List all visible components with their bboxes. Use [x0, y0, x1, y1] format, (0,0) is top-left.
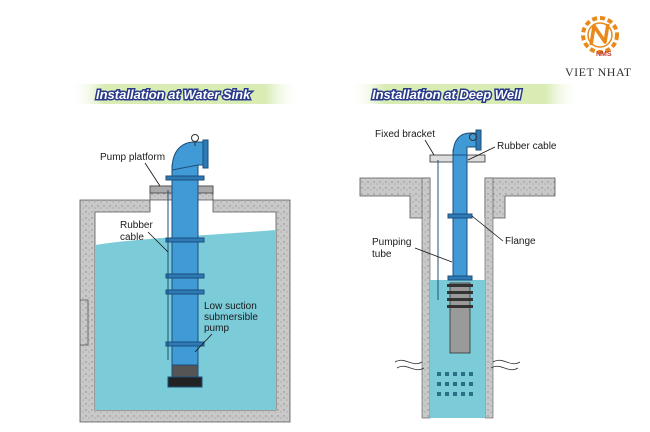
label-rubber-cable: Rubber cable: [497, 141, 557, 152]
right-title-banner: Installation at Deep Well: [350, 84, 580, 104]
water-sink-diagram: Pump platform Rubber cable Low suction s…: [79, 134, 291, 423]
well-screen: [437, 372, 473, 396]
label-pumping-tube-1: Pumping: [372, 237, 411, 248]
left-title-banner: Installation at Water Sink: [70, 84, 300, 104]
label-fixed-bracket: Fixed bracket: [375, 129, 435, 140]
label-pump-2: submersible: [204, 312, 258, 323]
gear-icon: [581, 16, 619, 54]
casing-right: [484, 177, 494, 419]
left-title: Installation at Water Sink: [96, 87, 251, 102]
label-pump-3: pump: [204, 323, 229, 334]
ground-left: [359, 177, 431, 219]
label-rubber-cable-1: Rubber: [120, 220, 153, 231]
logo-letters: NMS: [596, 51, 612, 58]
label-pump-1: Low suction: [204, 301, 257, 312]
label-rubber-cable-2: cable: [120, 232, 144, 243]
deep-well-diagram: Fixed bracket Rubber cable Pumping tube …: [359, 129, 557, 419]
ground-right: [484, 177, 556, 219]
pumping-tube: [447, 129, 482, 281]
brand-name: VIET NHAT: [565, 65, 632, 79]
label-flange: Flange: [505, 236, 536, 247]
label-pump-platform: Pump platform: [100, 152, 165, 163]
right-title: Installation at Deep Well: [372, 87, 522, 102]
brand-logo: NMS VIET NHAT: [565, 16, 632, 79]
label-pumping-tube-2: tube: [372, 249, 392, 260]
discharge-pipe: [165, 139, 209, 388]
casing-left: [421, 177, 431, 419]
